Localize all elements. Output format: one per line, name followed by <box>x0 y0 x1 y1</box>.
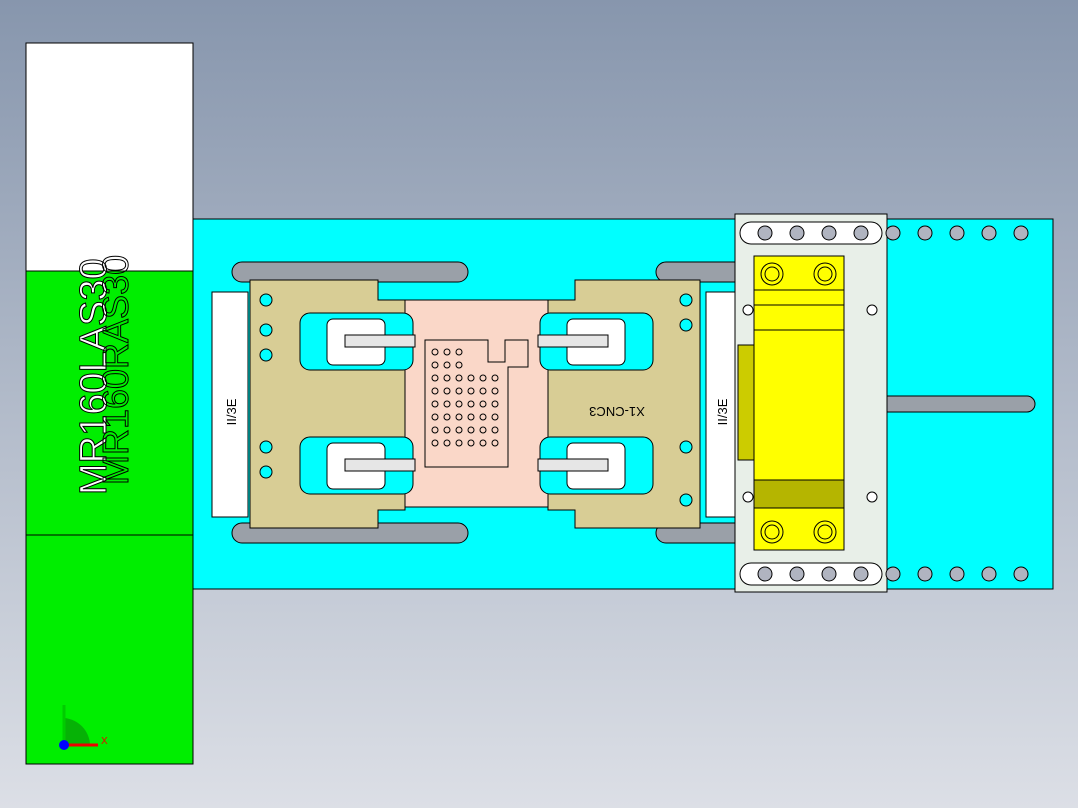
center-plate <box>404 299 549 508</box>
motor-body <box>25 270 194 765</box>
screw-head <box>760 520 784 544</box>
screw-head <box>760 262 784 286</box>
mounting-hole <box>259 440 273 454</box>
hole <box>455 348 463 356</box>
hole <box>431 439 439 447</box>
bolt-hole <box>757 566 773 582</box>
bolt-hole <box>885 225 901 241</box>
bolt-hole <box>821 566 837 582</box>
motor-label-left: MR160LAS30 <box>73 258 115 495</box>
hole <box>455 374 463 382</box>
hole <box>455 426 463 434</box>
side-label-left: II/3E <box>224 398 239 425</box>
bolt-hole <box>981 225 997 241</box>
axis-triad-icon: X <box>59 705 108 750</box>
carriage-hole <box>742 491 754 503</box>
hole <box>467 426 475 434</box>
bolt-hole <box>981 566 997 582</box>
hole <box>455 400 463 408</box>
hole <box>443 439 451 447</box>
bolt-hole <box>1013 225 1029 241</box>
mounting-hole <box>679 440 693 454</box>
screw-socket <box>764 524 780 540</box>
clamp-arm <box>537 334 609 348</box>
hole <box>467 439 475 447</box>
mounting-hole <box>679 293 693 307</box>
mounting-hole <box>679 318 693 332</box>
screw-socket <box>764 266 780 282</box>
bolt-hole <box>917 566 933 582</box>
hole <box>467 400 475 408</box>
bolt-hole <box>757 225 773 241</box>
hole <box>479 426 487 434</box>
hole <box>455 413 463 421</box>
bolt-hole <box>821 225 837 241</box>
hole <box>479 374 487 382</box>
hole <box>479 387 487 395</box>
hole <box>479 400 487 408</box>
bolt-hole <box>853 225 869 241</box>
carriage-hole <box>742 304 754 316</box>
bolt-hole <box>917 225 933 241</box>
hole <box>491 413 499 421</box>
screw-socket <box>817 524 833 540</box>
screw-head <box>813 262 837 286</box>
hole <box>467 374 475 382</box>
mounting-hole <box>259 323 273 337</box>
clamp-arm <box>344 334 416 348</box>
hole <box>443 413 451 421</box>
hole <box>491 426 499 434</box>
rail-slot <box>879 395 1036 413</box>
bolt-hole <box>885 566 901 582</box>
bolt-hole <box>853 566 869 582</box>
mounting-hole <box>679 493 693 507</box>
hole <box>431 374 439 382</box>
hole <box>479 439 487 447</box>
clamp-arm <box>537 458 609 472</box>
hole <box>491 400 499 408</box>
carriage-hole <box>866 304 878 316</box>
hole <box>431 387 439 395</box>
hole <box>491 439 499 447</box>
mounting-hole <box>259 348 273 362</box>
hole <box>479 413 487 421</box>
hole <box>431 348 439 356</box>
hole-grid <box>431 348 499 447</box>
hole <box>491 387 499 395</box>
hole <box>467 387 475 395</box>
motor-cover <box>25 42 194 272</box>
hole <box>455 439 463 447</box>
mounting-hole <box>259 293 273 307</box>
hole <box>431 361 439 369</box>
mounting-hole <box>259 465 273 479</box>
hole <box>431 413 439 421</box>
bolt-hole <box>949 225 965 241</box>
hole <box>467 413 475 421</box>
hole <box>443 426 451 434</box>
hole <box>443 348 451 356</box>
hole <box>443 400 451 408</box>
side-label-right: II/3E <box>715 398 730 425</box>
hole <box>443 387 451 395</box>
hole <box>491 374 499 382</box>
screw-socket <box>817 266 833 282</box>
hole <box>443 361 451 369</box>
bolt-hole <box>789 225 805 241</box>
bolt-hole <box>789 566 805 582</box>
hole <box>431 400 439 408</box>
axis-x-label: X <box>101 736 108 747</box>
fixture-label: X1-CNC3 <box>589 404 645 419</box>
hole <box>455 387 463 395</box>
bolt-hole <box>1013 566 1029 582</box>
hole <box>431 426 439 434</box>
screw-head <box>813 520 837 544</box>
hole <box>455 361 463 369</box>
motor-label-right: MR160RAS30 <box>95 255 136 485</box>
clamp-arm <box>344 458 416 472</box>
carriage-hole <box>866 491 878 503</box>
hole <box>443 374 451 382</box>
bolt-hole <box>949 566 965 582</box>
